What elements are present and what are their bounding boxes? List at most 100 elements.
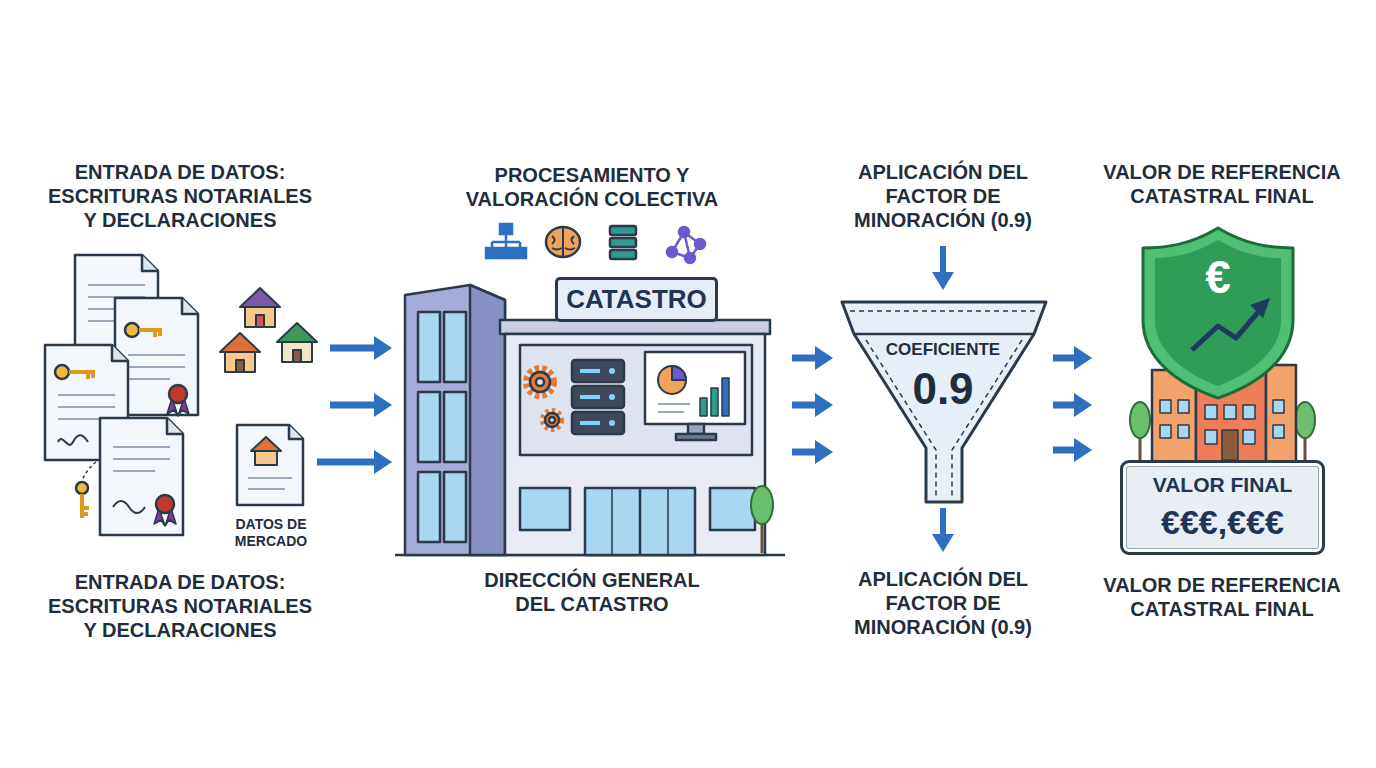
catastro-building-part xyxy=(722,378,729,416)
stage-heading: PROCESAMIENTO Y VALORACIÓN COLECTIVA xyxy=(442,163,742,211)
final-value-illustration xyxy=(1130,228,1315,465)
catastro-building-part xyxy=(667,488,669,555)
data-input-stage: ENTRADA DE DATOS: ESCRITURAS NOTARIALES … xyxy=(30,155,330,665)
final-value-illustration-part xyxy=(1295,402,1315,438)
catastro-building-part xyxy=(639,488,642,555)
flow-arrow xyxy=(330,402,374,409)
document-stack-part-part xyxy=(128,378,170,380)
document-stack-part-part xyxy=(58,406,115,408)
catastro-building-part xyxy=(444,472,466,542)
catastro-building-part xyxy=(527,369,553,395)
catastro-building-part xyxy=(658,404,690,412)
final-value-illustration-part xyxy=(1222,430,1238,460)
final-value-illustration-part-part xyxy=(1273,400,1284,413)
flow-arrow xyxy=(330,345,374,352)
catastro-building-part-part xyxy=(609,420,615,426)
final-value-illustration-part xyxy=(1155,240,1281,386)
catastro-building-part xyxy=(549,417,555,423)
catastro-building-part xyxy=(530,372,550,392)
catastro-building-part xyxy=(751,486,773,524)
final-value-illustration-part-part xyxy=(1224,405,1236,419)
catastro-building-part xyxy=(585,488,695,555)
catastro-building-part xyxy=(418,312,440,382)
final-value-illustration-part-part xyxy=(1273,425,1284,438)
catastro-building-part-part xyxy=(609,394,615,400)
catastro-building-part xyxy=(545,413,559,427)
reduction-funnel-part xyxy=(940,246,946,272)
document-stack-part xyxy=(58,435,88,445)
market-document-part xyxy=(248,478,292,489)
document-stack-part xyxy=(142,255,158,271)
document-stack-part xyxy=(113,501,145,513)
document-stack-part-part xyxy=(88,284,145,286)
process-icons-part-part xyxy=(500,248,512,258)
stage-heading: ENTRADA DE DATOS: ESCRITURAS NOTARIALES … xyxy=(42,160,318,232)
process-icons-part-part xyxy=(610,238,636,247)
final-value-sign: VALOR FINAL€€€,€€€ xyxy=(1120,460,1325,555)
process-icons-part-part xyxy=(500,224,512,234)
process-icons-part-part xyxy=(546,227,580,257)
document-stack-part xyxy=(182,298,198,314)
flow-arrow xyxy=(1053,355,1074,362)
source-label: DATOS DE MERCADO xyxy=(225,516,317,550)
document-stack xyxy=(45,255,198,535)
process-icons-part-part xyxy=(695,239,705,249)
process-icons-part-part xyxy=(610,226,636,235)
house-icons-part xyxy=(220,333,260,352)
final-value-illustration-part xyxy=(1143,228,1293,398)
catastro-building-part xyxy=(688,424,704,434)
document-stack-part-part xyxy=(113,458,170,460)
process-icons-part xyxy=(486,224,526,258)
catastro-sign: CATASTRO xyxy=(555,277,718,322)
process-icons-part xyxy=(546,227,580,257)
stage-footer: ENTRADA DE DATOS: ESCRITURAS NOTARIALES … xyxy=(42,570,318,642)
reduction-funnel-part xyxy=(866,340,1022,496)
catastro-building-part xyxy=(645,352,745,424)
catastro-building-part xyxy=(711,388,718,416)
document-stack-part xyxy=(55,365,69,379)
catastro-building xyxy=(395,285,785,555)
process-icons-part-part xyxy=(610,250,636,259)
process-icons-part xyxy=(667,227,705,263)
final-value-illustration-part-part xyxy=(1205,430,1217,444)
final-value-illustration-part-part xyxy=(1243,405,1255,419)
document-stack-part xyxy=(139,330,162,337)
stage-footer: APLICACIÓN DEL FACTOR DE MINORACIÓN (0.9… xyxy=(843,567,1043,639)
house-icons-part xyxy=(277,323,317,342)
document-stack-part xyxy=(113,447,170,471)
reduction-funnel xyxy=(842,246,1046,534)
house-icons-part xyxy=(256,315,264,327)
catastro-stage: PROCESAMIENTO Y VALORACIÓN COLECTIVADIRE… xyxy=(392,155,792,635)
value-amount: €€€,€€€ xyxy=(1123,502,1322,543)
flow-arrow xyxy=(1053,447,1074,454)
document-stack-part xyxy=(76,482,88,494)
house-icons-part xyxy=(240,288,280,307)
document-stack-part xyxy=(69,372,95,379)
catastro-building-part xyxy=(418,392,440,462)
process-icons-part-part xyxy=(492,234,520,248)
catastro-building-part xyxy=(658,366,686,394)
currency-symbol: € xyxy=(1190,250,1246,305)
final-value-illustration-part xyxy=(1266,365,1296,465)
catastro-building-part-part xyxy=(658,411,684,413)
final-value-illustration-part-part xyxy=(1205,405,1217,419)
market-document-part xyxy=(289,425,303,439)
catastro-building-part-part xyxy=(609,368,615,374)
market-document-part-part xyxy=(248,488,285,490)
document-stack-part xyxy=(167,418,183,434)
catastro-building-part xyxy=(520,345,752,455)
flow-arrow xyxy=(792,355,815,362)
house-icons-part xyxy=(293,350,301,362)
final-value-illustration-part-part xyxy=(1178,400,1189,413)
catastro-building-part xyxy=(405,285,505,555)
catastro-building-part xyxy=(700,398,707,416)
house-icons-part xyxy=(236,360,244,372)
process-icons-part-part xyxy=(486,248,498,258)
catastro-building-part xyxy=(418,472,440,542)
catastro-building-part xyxy=(520,488,570,530)
market-data-doc: DATOS DE MERCADO xyxy=(225,418,317,560)
flow-arrow xyxy=(317,459,374,466)
catastro-building-part xyxy=(500,320,770,334)
catastro-building-part xyxy=(672,366,686,380)
